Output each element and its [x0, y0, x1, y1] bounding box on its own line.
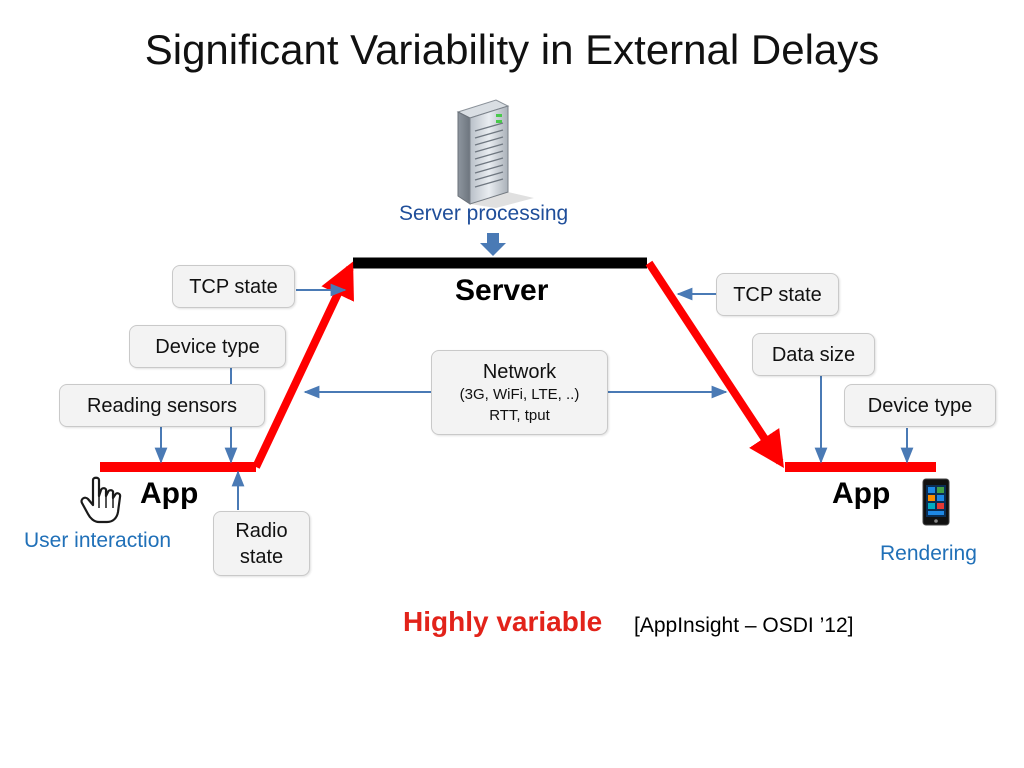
network-box: Network (3G, WiFi, LTE, ..) RTT, tput — [431, 350, 608, 435]
radio-state-box: Radio state — [213, 511, 310, 576]
reading-sensors-label: Reading sensors — [86, 394, 238, 417]
left-tcp-state-box: TCP state — [172, 265, 295, 308]
right-app-label: App — [832, 477, 891, 510]
data-size-label: Data size — [771, 343, 856, 366]
left-device-type-box: Device type — [129, 325, 286, 368]
reading-sensors-box: Reading sensors — [59, 384, 265, 427]
server-tower-icon — [456, 99, 534, 208]
citation-label: [AppInsight – OSDI ’12] — [634, 614, 854, 637]
uplink-arrow — [252, 261, 354, 469]
network-detail: (3G, WiFi, LTE, ..) — [459, 386, 580, 404]
data-size-box: Data size — [752, 333, 875, 376]
pointing-hand-icon — [80, 476, 122, 524]
right-device-type-box: Device type — [844, 384, 996, 427]
left-device-type-label: Device type — [155, 335, 260, 358]
server-processing-label: Server processing — [399, 202, 569, 225]
left-app-label: App — [140, 477, 199, 510]
radio-state-line2: state — [239, 545, 284, 568]
network-title: Network — [482, 361, 557, 384]
right-device-type-label: Device type — [867, 394, 973, 417]
network-metrics: RTT, tput — [489, 406, 550, 424]
highly-variable-label: Highly variable — [403, 606, 603, 637]
radio-state-line1: Radio — [235, 519, 288, 542]
right-tcp-state-box: TCP state — [716, 273, 839, 316]
user-interaction-label: User interaction — [24, 529, 172, 552]
left-tcp-state-label: TCP state — [189, 275, 278, 298]
page-title: Significant Variability in External Dela… — [144, 26, 880, 73]
phone-icon — [922, 478, 950, 526]
downlink-arrow — [645, 260, 784, 469]
server-processing-arrow — [480, 233, 506, 256]
right-tcp-state-label: TCP state — [733, 283, 822, 306]
rendering-label: Rendering — [880, 542, 977, 565]
server-label: Server — [455, 274, 549, 307]
